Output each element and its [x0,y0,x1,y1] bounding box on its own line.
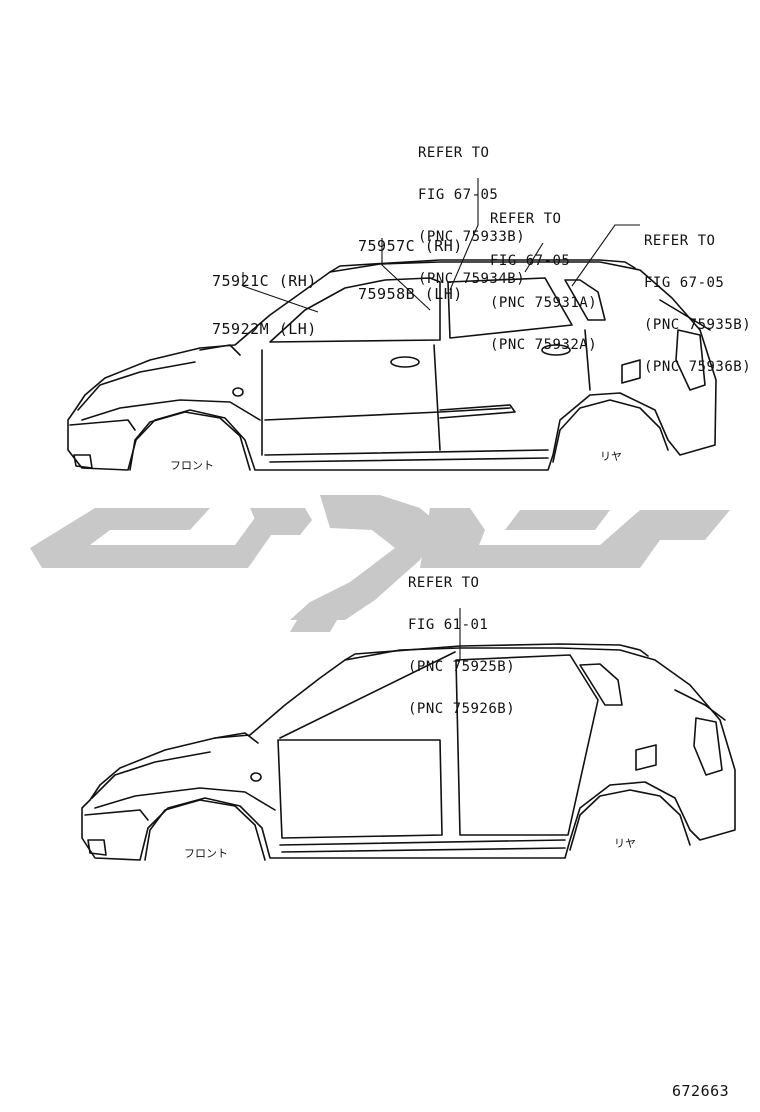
callout-quarter-window: REFER TO FIG 67-05 (PNC 75935B) (PNC 759… [644,206,751,388]
part-number-rh: 75921C (RH) [212,272,317,290]
callout-line: (PNC 75935B) [644,317,752,333]
callout-belt-molding: REFER TO FIG 67-05 (PNC 75931A) (PNC 759… [490,184,597,366]
callout-line: FIG 61-01 [408,617,489,633]
part-number-pillar: 75957C (RH) 75958B (LH) [358,206,463,318]
front-label: フロント [184,847,228,860]
callout-line: (PNC 75933B) [418,229,526,245]
callout-line: (PNC 75934B) [418,271,526,287]
callout-line: REFER TO [408,575,480,591]
callout-line: FIG 67-05 [644,275,725,291]
callout-center-pillar: REFER TO FIG 61-01 (PNC 75925B) (PNC 759… [408,548,515,730]
figure-number: 672663 [672,1082,730,1100]
callout-line: (PNC 75926B) [408,701,516,717]
callout-line: FIG 67-05 [490,253,571,269]
part-number-rh: 75957C (RH) [358,237,463,255]
callout-line: (PNC 75931A) [490,295,598,311]
callout-line: (PNC 75925B) [408,659,516,675]
rear-label: リヤ [614,837,636,850]
callout-pillar-garnish: REFER TO FIG 67-05 (PNC 75933B) (PNC 759… [418,118,525,300]
rear-label: リヤ [600,450,622,463]
callout-line: FIG 67-05 [418,187,499,203]
part-number-lh: 75922M (LH) [212,320,317,338]
callout-line: (PNC 75936B) [644,359,752,375]
callout-line: REFER TO [644,233,716,249]
callout-line: REFER TO [418,145,490,161]
front-label: フロント [170,459,214,472]
part-number-roof: 75921C (RH) 75922M (LH) [212,241,317,353]
part-number-lh: 75958B (LH) [358,285,463,303]
callout-line: (PNC 75932A) [490,337,598,353]
callout-line: REFER TO [490,211,562,227]
